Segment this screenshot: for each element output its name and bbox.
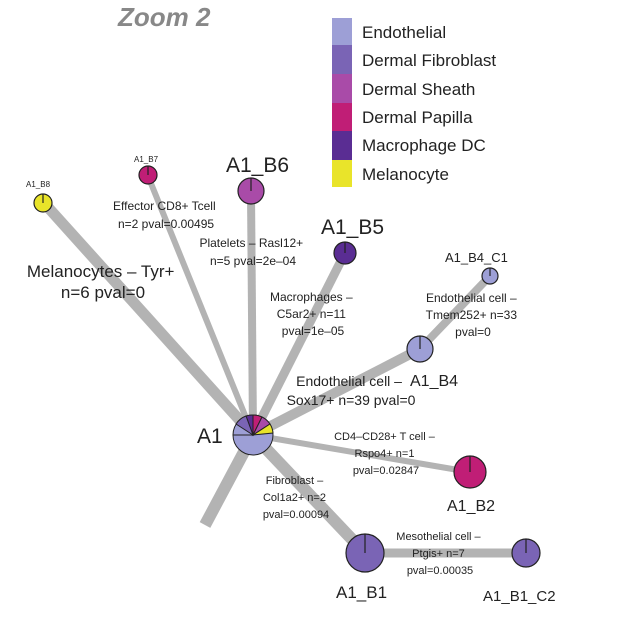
legend-label-melanocyte: Melanocyte xyxy=(362,165,449,184)
nodes xyxy=(33,165,541,573)
node-label-a1-b1-c2: A1_B1_C2 xyxy=(483,588,556,605)
legend-swatch-dermal-fibroblast xyxy=(332,45,352,74)
edge-a1-b5 xyxy=(248,250,350,438)
node-a1 xyxy=(232,414,274,456)
edge-label-mesothelial: Mesothelial cell – Ptgis+ n=7 pval=0.000… xyxy=(396,531,483,577)
edge-a1-b4 xyxy=(250,344,423,440)
node-label-a1-b8: A1_B8 xyxy=(26,180,51,189)
node-labels: A1 A1_B1 A1_B1_C2 A1_B2 A1_B4 A1_B4_C1 A… xyxy=(26,154,556,605)
edge-label-cd4: CD4–CD28+ T cell – Rspo4+ n=1 pval=0.028… xyxy=(334,431,438,477)
node-label-a1: A1 xyxy=(197,425,223,448)
legend: Endothelial Dermal Fibroblast Dermal She… xyxy=(332,18,496,187)
legend-label-macrophage-dc: Macrophage DC xyxy=(362,136,486,155)
edge-label-endothelial-tmem252: Endothelial cell – Tmem252+ n=33 pval=0 xyxy=(426,291,521,339)
edges xyxy=(40,174,526,558)
edge-b4-b4c1 xyxy=(417,273,493,352)
pie-slice-melanocyte xyxy=(252,423,274,436)
edge-label-effector: Effector CD8+ Tcell n=2 pval=0.00495 xyxy=(113,199,219,231)
edge-labels: Melanocytes – Tyr+ n=6 pval=0 Effector C… xyxy=(27,199,521,577)
node-label-a1-b4-c1: A1_B4_C1 xyxy=(445,250,508,265)
edge-a1-b8 xyxy=(40,200,258,439)
node-label-a1-b7: A1_B7 xyxy=(134,155,159,164)
legend-swatch-macrophage-dc xyxy=(332,131,352,160)
legend-swatch-dermal-sheath xyxy=(332,74,352,103)
legend-label-dermal-papilla: Dermal Papilla xyxy=(362,108,473,127)
edge-a1-b7 xyxy=(145,174,256,437)
edge-label-fibroblast: Fibroblast – Col1a2+ n=2 pval=0.00094 xyxy=(263,475,329,521)
edge-a1-b6 xyxy=(247,191,257,436)
pie-slice-dermal-fibroblast xyxy=(235,415,254,437)
legend-swatch-endothelial xyxy=(332,18,352,45)
node-label-a1-b6: A1_B6 xyxy=(226,154,289,177)
edge-label-macrophages: Macrophages – C5ar2+ n=11 pval=1e–05 xyxy=(270,290,356,338)
node-label-a1-b2: A1_B2 xyxy=(447,498,495,515)
node-label-a1-b5: A1_B5 xyxy=(321,216,384,239)
edge-label-platelets: Platelets – Rasl12+ n=5 pval=2e–04 xyxy=(199,236,306,268)
edge-a1-b2 xyxy=(252,432,471,475)
legend-label-endothelial: Endothelial xyxy=(362,23,446,42)
node-label-a1-b1: A1_B1 xyxy=(336,583,387,602)
edge-a1-b1 xyxy=(248,430,370,558)
edge-label-melanocytes: Melanocytes – Tyr+ n=6 pval=0 xyxy=(27,262,179,302)
edge-label-endothelial-sox17: Endothelial cell – Sox17+ n=39 pval=0 xyxy=(287,373,416,408)
node-label-a1-b4: A1_B4 xyxy=(410,373,458,390)
legend-label-dermal-sheath: Dermal Sheath xyxy=(362,80,475,99)
diagram-title: Zoom 2 xyxy=(117,2,211,32)
legend-label-dermal-fibroblast: Dermal Fibroblast xyxy=(362,51,496,70)
legend-swatch-dermal-papilla xyxy=(332,103,352,131)
legend-swatch-melanocyte xyxy=(332,160,352,187)
